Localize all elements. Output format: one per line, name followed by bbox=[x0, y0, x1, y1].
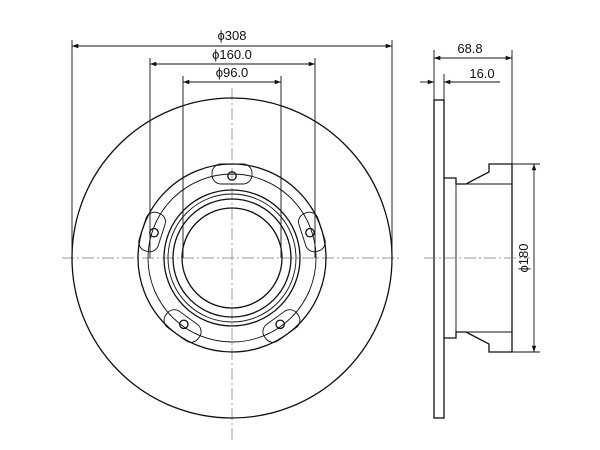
center-bore-outer bbox=[172, 198, 292, 318]
bolt-hole-5 bbox=[149, 227, 159, 238]
dim-center-bore-label: ϕ96.0 bbox=[216, 65, 249, 80]
front-dimensions: ϕ308 ϕ160.0 ϕ96.0 bbox=[71, 28, 393, 258]
dim-hat-diameter-label: ϕ180 bbox=[516, 244, 531, 273]
hub-ring-step bbox=[163, 189, 301, 327]
hat-profile-bottom bbox=[444, 331, 513, 353]
side-view bbox=[424, 99, 530, 419]
bolt-pad-4 bbox=[163, 309, 202, 343]
side-dimensions: 68.8 16.0 ϕ180 bbox=[420, 41, 540, 353]
hub-ring-inner bbox=[167, 193, 297, 323]
dim-bolt-circle-label: ϕ160.0 bbox=[212, 47, 252, 62]
bolt-hole-1 bbox=[227, 171, 237, 181]
bolt-hole-4 bbox=[178, 319, 189, 330]
bolt-hole-2 bbox=[305, 227, 315, 238]
front-view bbox=[62, 88, 402, 440]
dim-outer-diameter-label: ϕ308 bbox=[218, 28, 247, 43]
bolt-hole-3 bbox=[275, 319, 286, 330]
hub-ring-outer bbox=[147, 173, 317, 343]
center-bore bbox=[181, 207, 283, 309]
bolt-pad-5 bbox=[138, 211, 166, 253]
bolt-pad-1 bbox=[211, 163, 253, 185]
bolt-pad-2 bbox=[298, 211, 326, 253]
disc-side-profile bbox=[433, 99, 445, 419]
hat-profile-top bbox=[444, 163, 513, 185]
dim-overall-height-label: 68.8 bbox=[457, 41, 482, 56]
bolt-pad-3 bbox=[262, 309, 301, 343]
dim-disc-thickness-label: 16.0 bbox=[469, 66, 494, 81]
